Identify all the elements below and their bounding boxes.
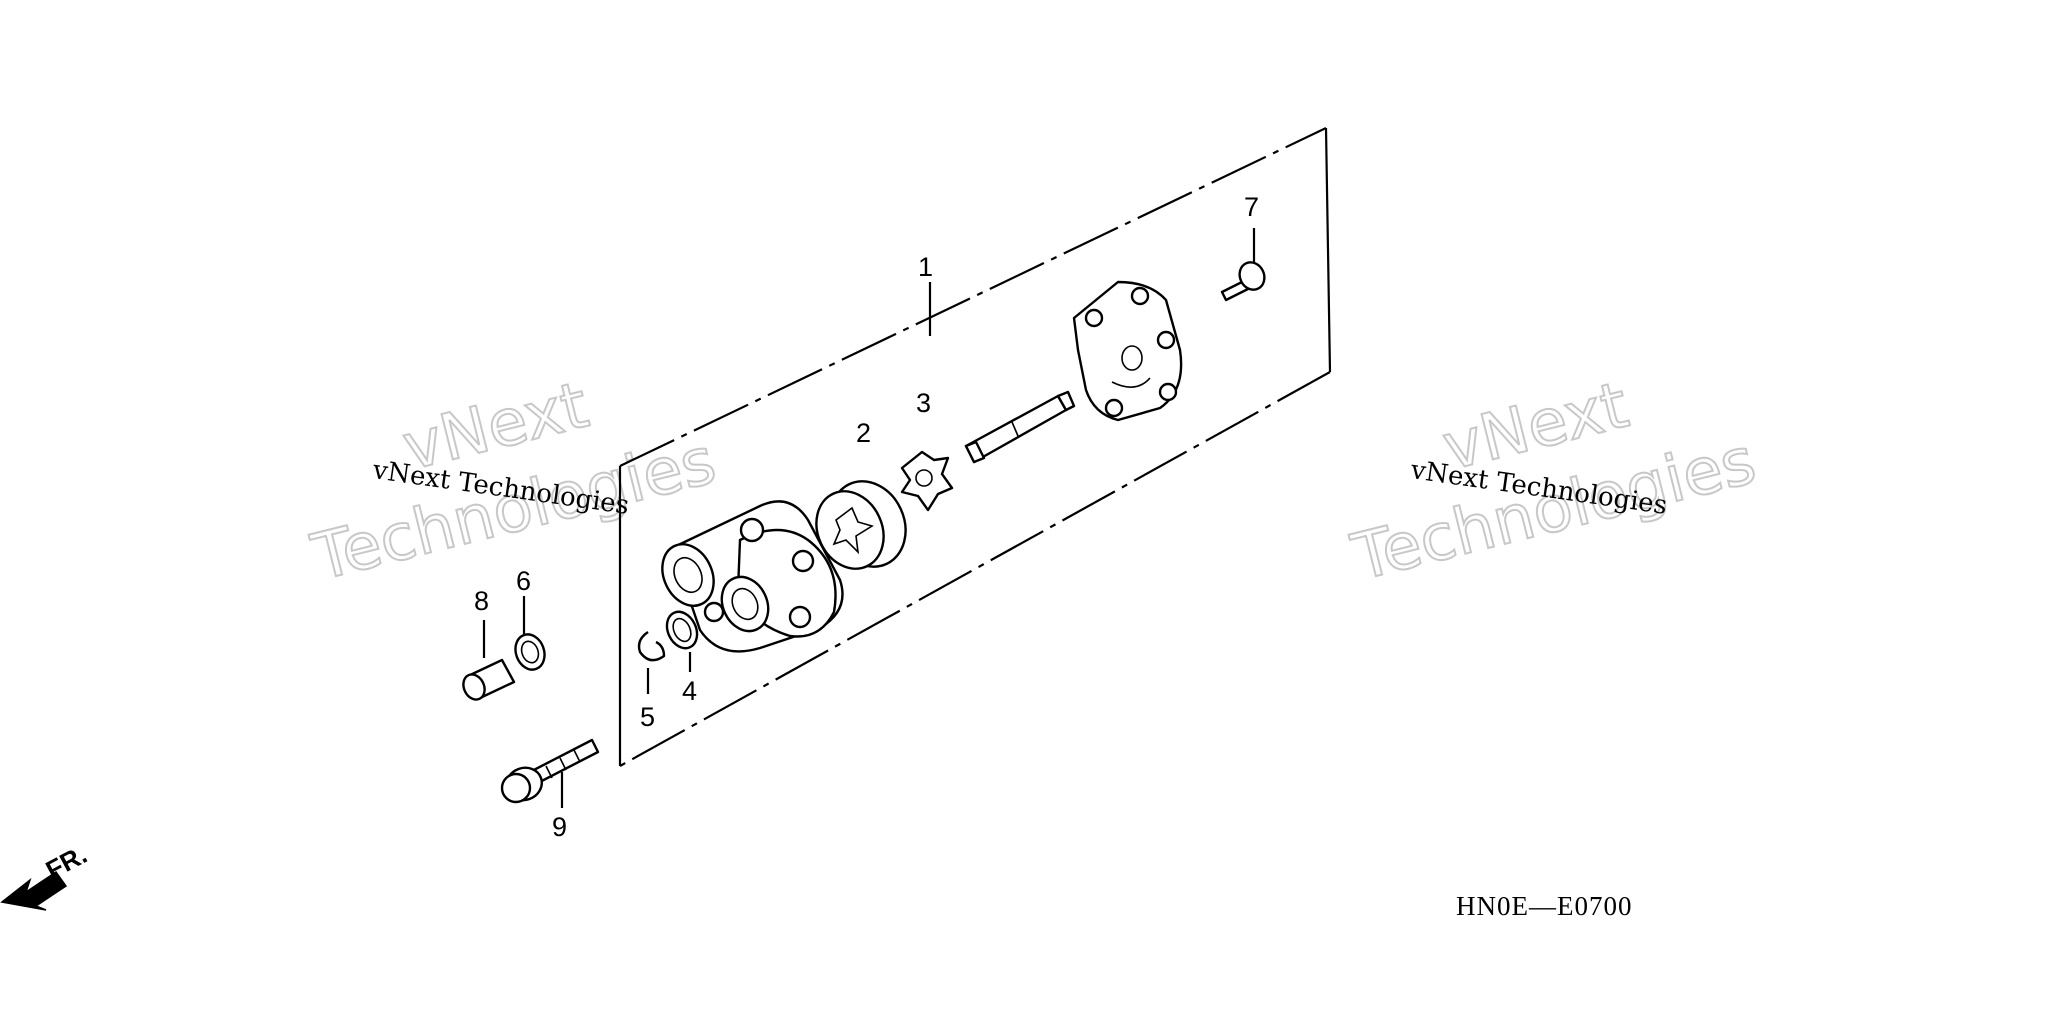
snap-ring-part-5 — [637, 631, 666, 662]
cover-bolt-part — [1220, 261, 1266, 302]
pump-shaft-part — [964, 390, 1076, 464]
front-arrow-icon — [0, 870, 68, 911]
front-direction-marker: FR. — [0, 839, 92, 911]
assembly-boundary — [618, 127, 1332, 767]
pump-body-part — [661, 500, 844, 653]
callout-label-6: 6 — [516, 566, 531, 596]
inner-rotor-part — [900, 450, 954, 512]
pump-cover-part — [1072, 280, 1183, 422]
callout-label-9: 9 — [552, 812, 567, 842]
flange-bolt-part-9 — [500, 738, 600, 804]
diagram-code: HN0E—E0700 — [1456, 891, 1632, 921]
callout-label-3: 3 — [916, 388, 931, 418]
watermark-right: vNext Technologies vNext Technologies — [1344, 367, 1764, 596]
collar-part-8 — [462, 658, 516, 701]
o-ring-part-6 — [514, 633, 546, 671]
o-ring-part-4 — [665, 610, 699, 650]
callout-label-2: 2 — [856, 418, 871, 448]
outer-rotor-part — [815, 480, 907, 570]
callout-label-1: 1 — [918, 252, 933, 282]
callout-label-5: 5 — [640, 702, 655, 732]
callout-label-8: 8 — [474, 586, 489, 616]
callout-label-4: 4 — [682, 676, 697, 706]
watermark-left: vNext Technologies vNext Technologies — [304, 367, 724, 596]
callout-label-7: 7 — [1244, 192, 1259, 222]
